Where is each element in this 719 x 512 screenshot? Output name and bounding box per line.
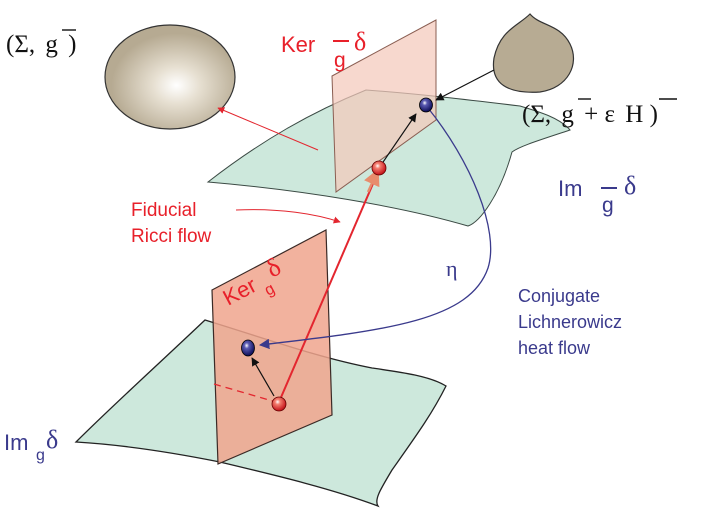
label-conjugate-line1: Conjugate — [518, 286, 600, 306]
lower-dashed-line — [213, 383, 277, 403]
perturbed-sphere-blob — [492, 13, 575, 93]
lower-blue-point — [241, 339, 255, 357]
arrow-to-perturbed-point — [435, 69, 495, 101]
upper-ker-plane — [331, 19, 437, 193]
label-ker-gbar: Ker — [281, 32, 315, 57]
label-im-g-sub: g — [36, 447, 45, 464]
label-ker-gbar-sub: g — [334, 49, 346, 72]
lower-ker-plane — [211, 229, 333, 465]
lower-tangent-arrow — [251, 357, 275, 397]
label-conjugate-line2: Lichnerowicz — [518, 312, 622, 332]
label-im-gbar-delta: δ — [624, 171, 636, 200]
label-sigma-g: (Σ, g ) — [6, 31, 76, 58]
round-sphere-blob — [104, 24, 236, 130]
arrow-to-round-blob — [217, 107, 319, 151]
label-eta: η — [446, 256, 458, 281]
upper-red-point — [371, 160, 387, 176]
label-fiducial-line2: Ricci flow — [131, 226, 212, 247]
label-im-g: Im — [4, 430, 28, 455]
label-conjugate-line3: heat flow — [518, 338, 591, 358]
label-fiducial-line1: Fiducial — [131, 200, 196, 221]
label-sigma-perturbed: (Σ, g + ε H ) — [522, 101, 658, 128]
label-ker-gbar-delta: δ — [354, 27, 366, 56]
label-im-gbar: Im — [558, 176, 582, 201]
fiducial-label-pointer — [235, 209, 341, 224]
label-im-gbar-sub: g — [602, 194, 614, 217]
eta-flow-curve — [258, 107, 492, 350]
upper-blue-point — [419, 97, 433, 113]
label-im-g-delta: δ — [46, 425, 58, 454]
upper-tangent-arrow — [380, 113, 417, 166]
lower-red-point — [271, 396, 287, 412]
fiducial-ricci-flow-arrow — [278, 171, 379, 403]
